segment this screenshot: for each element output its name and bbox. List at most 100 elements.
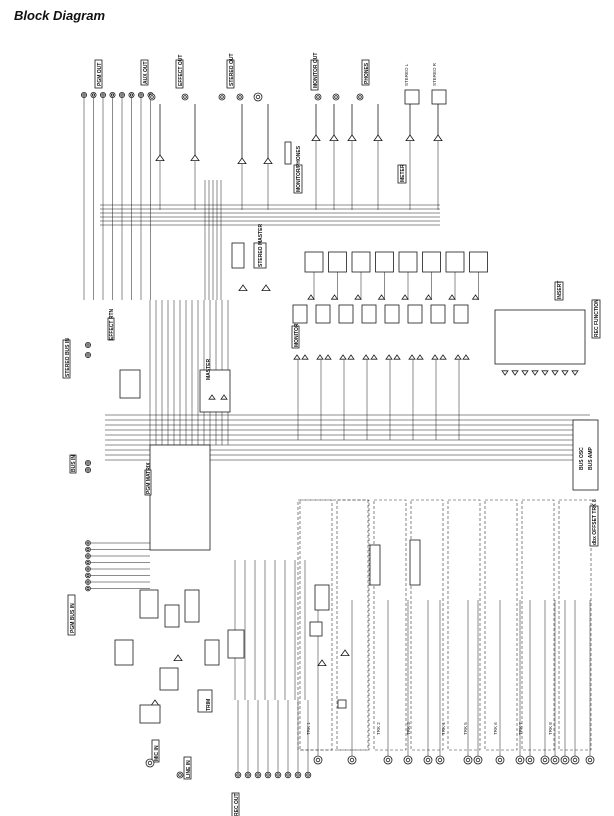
pgm-bus-in-jack-core [86,587,90,590]
track-buffer-amp [362,354,370,360]
track-fader-box [398,251,418,273]
trk1-dashed-box [297,499,369,751]
monitor-pot-box [292,304,308,324]
stereo-master-amp-l [238,284,248,292]
track-buffer-amp [393,354,401,360]
rec-out-jack-core [236,773,240,777]
rec-out-box [231,792,240,816]
track-fader-box [445,251,465,273]
track-monitor-amp [448,294,456,300]
signal-lines [83,98,592,772]
pgm-bus-in-jack-core [86,567,90,571]
monitor-out-r-jack-core [334,95,338,99]
track-buffer-amp [385,354,393,360]
rec-out-jack-core [276,773,280,777]
pgm-bus-in-box [67,594,76,636]
stereo-out-xlr-jack-core [255,94,261,100]
track-label: TRK 5 [463,722,468,735]
rec-out-jack-core [296,773,300,777]
channel-amp [173,654,183,661]
track-fader-box [328,251,347,273]
stereo-bus-in-label: STEREO BUS IN [65,338,71,377]
track-rec-jack-core [437,757,443,763]
mic-in-label: MIC IN [154,745,160,761]
trk-divider-box [409,539,421,586]
monitor-out-label: MONITOR OUT [313,53,319,88]
effect-rtn-label: EFFECT RTN [109,309,115,340]
track-module-dashed [373,499,407,751]
bus-osc-label: BUS OSC [579,447,585,470]
track-pb-jack-core [465,757,471,763]
rec-out-amp [561,370,569,376]
monitor-pot-box [384,304,400,324]
effect-out-label-box [175,59,184,89]
output-amplifier [433,134,443,142]
pgm-out-jack-core [120,93,124,97]
track-pb-jack-core [527,757,533,763]
track-rec-jack-core [562,757,568,763]
pgm-matrix-label: PGM MATRIX [146,462,152,494]
output-amplifier [263,157,273,165]
pgm-out-label-box [94,59,103,89]
stereo-out-r-jack-core [238,95,242,99]
bus-in-label: BUS IN [71,455,77,472]
track-fader-box [351,251,371,273]
rec-out-amp [531,370,539,376]
channel-fader-block [184,589,200,623]
rec-out-jack-core [246,773,250,777]
track-pb-jack-core [425,757,431,763]
track-buffer-amp [347,354,355,360]
track-monitor-amp [401,294,409,300]
track-monitor-amp [377,294,386,300]
rec-out-jack-core [266,773,270,777]
track-module-dashed [484,499,518,751]
meter-box [397,164,407,184]
phones-label: PHONES [364,62,370,84]
trk-divider-box [369,544,381,586]
track-fader-box [304,251,324,273]
track-pb-jack-core [385,757,391,763]
stereo-out-l-jack-core [220,95,224,99]
dbx-offset-box [589,505,599,547]
phones-label-box [361,59,370,86]
rec-out-amp [551,370,559,376]
stereo-master-block [253,242,267,269]
monitor-pot-box [453,304,469,324]
rec-out-jack-core [286,773,290,777]
trk1-amp [340,649,350,656]
channel-aux-block [204,639,220,666]
trk1-pot [314,584,330,611]
line-in-label: LINE IN [186,760,192,778]
track-monitor-amp [307,294,315,300]
track-pb-jack-core [315,757,321,763]
trim-label: TRIM [206,699,212,711]
track-buffer-amp [462,354,470,360]
channel-select-box [139,704,161,724]
rec-out-jack-core [256,773,260,777]
rec-out-amp [571,370,579,376]
switch-box [284,141,292,165]
track-module-dashed [521,499,555,751]
track-buffer-amp [301,354,309,360]
line-in-box [183,756,192,780]
pgm-out-jack-core [101,93,105,97]
track-rec-jack-core [405,757,411,763]
track-buffer-amp [293,354,301,360]
monitor-pot-box [361,304,377,324]
channel-eq-low-block [159,667,179,691]
pgm-bus-in-jack-core [86,561,90,564]
stereo-r-label: STEREO R [432,62,437,86]
master-amp [208,394,216,400]
stereo-out-label: STEREO OUT [229,53,235,86]
pgm-out-jack-core [82,93,86,97]
pgm-bus-in-jack-core [86,548,90,551]
track-label: TRK 2 [376,722,381,735]
bus-osc-box [572,419,599,491]
track-label: TRK 1 [306,722,311,735]
track-buffer-amp [439,354,447,360]
stereo-bus-in-jack-core [86,343,90,347]
track-module-dashed [410,499,444,751]
pgm-bus-in-label: PGM BUS IN [70,603,76,633]
rec-out-amp [501,370,509,376]
